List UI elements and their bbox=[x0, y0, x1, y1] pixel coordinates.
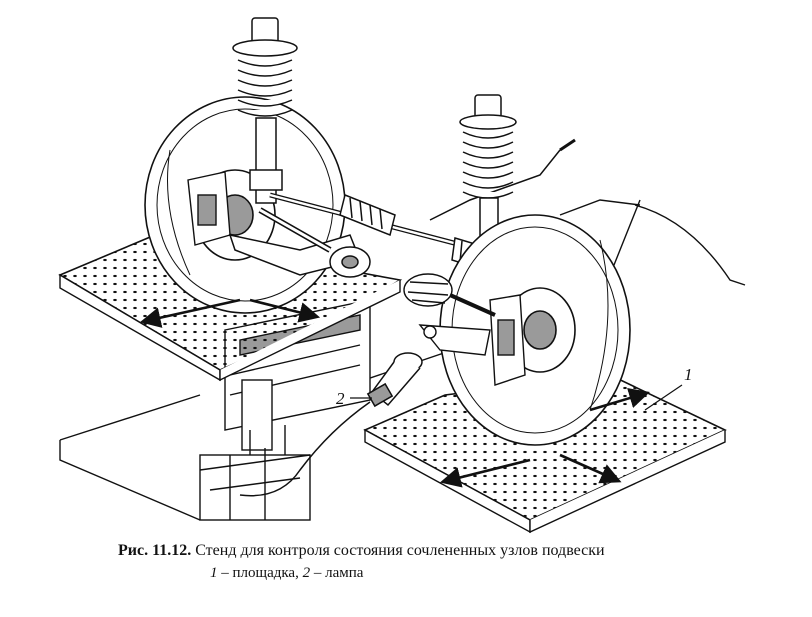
callout-leaders bbox=[350, 384, 683, 411]
left-platform-arrow-left bbox=[139, 298, 241, 328]
motion-arrows bbox=[139, 298, 650, 488]
callout-1-leader bbox=[644, 384, 683, 411]
figure-caption: Рис. 11.12. Стенд для контроля состояния… bbox=[118, 540, 798, 561]
figure-legend: 1 – площадка, 2 – лампа bbox=[210, 564, 770, 583]
callout-1-label: 1 bbox=[684, 365, 693, 384]
legend-item-1-text: площадка bbox=[232, 565, 296, 581]
right-brake-caliper bbox=[489, 294, 526, 386]
legend-joiner: , bbox=[295, 565, 303, 581]
lamp bbox=[239, 352, 423, 497]
right-cv-boot bbox=[403, 273, 496, 317]
legend-item-2-num: 2 bbox=[302, 565, 311, 581]
legend-item-1-num: 1 bbox=[210, 565, 218, 581]
legend-item-2-text: лампа bbox=[325, 565, 364, 581]
caption-label: Рис. 11.12. bbox=[118, 542, 192, 559]
right-platform-arrow-right bbox=[559, 453, 622, 484]
right-platform-arrow-left bbox=[439, 458, 531, 488]
right-wheel bbox=[439, 214, 631, 446]
left-brake-caliper bbox=[187, 171, 231, 246]
callout-2-label: 2 bbox=[336, 389, 345, 408]
suspension-test-stand-diagram: 1 2 bbox=[58, 17, 746, 534]
right-lower-arm bbox=[418, 324, 491, 356]
right-platform-arrow-up bbox=[589, 388, 650, 412]
caption-title: Стенд для контроля состояния сочлененных… bbox=[195, 542, 605, 559]
legend-sep-2: – bbox=[310, 565, 326, 581]
legend-sep-1: – bbox=[217, 565, 233, 581]
left-platform-arrow-right bbox=[249, 298, 321, 323]
left-lower-arm bbox=[228, 207, 371, 278]
left-strut bbox=[232, 17, 298, 204]
